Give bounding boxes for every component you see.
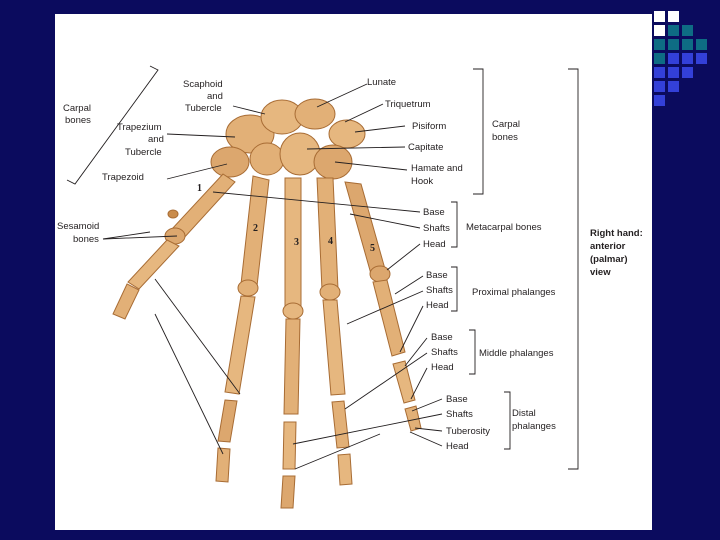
diagram-panel: Carpal bones Sesamoid bones Scaphoid and… (55, 14, 652, 530)
metacarpal-bones (237, 175, 391, 320)
middle-shafts-label: Shafts (431, 347, 458, 358)
hand-bones-diagram: Carpal bones Sesamoid bones Scaphoid and… (57, 65, 643, 509)
metacarpal-head-label: Head (423, 239, 446, 250)
left-carpal-bones-label-line1: Carpal (63, 103, 91, 114)
corner-dot (654, 67, 665, 78)
trapezium-and-label: and (148, 134, 164, 145)
trapezoid-label: Trapezoid (102, 172, 144, 183)
proximal-group-title: Proximal phalanges (472, 287, 556, 298)
middle-group-title: Middle phalanges (479, 348, 554, 359)
trapezium-tubercle-label: Tubercle (125, 147, 162, 158)
carpal-group-title-line2: bones (492, 132, 518, 143)
carpal-group-title-line1: Carpal (492, 119, 520, 130)
corner-dot (654, 25, 665, 36)
corner-dot (668, 53, 679, 64)
carpal-bones-cluster (210, 98, 366, 180)
hand-skeleton-illustration (112, 98, 422, 509)
pisiform-label: Pisiform (412, 121, 446, 132)
corner-dot (654, 39, 665, 50)
proximal-base-label: Base (426, 270, 448, 281)
sesamoid-bones-label-line2: bones (73, 234, 99, 245)
digit-number-3: 3 (294, 237, 299, 248)
middle-head-label: Head (431, 362, 454, 373)
distal-group-title-line1: Distal (512, 408, 536, 419)
view-label-line4: view (590, 267, 611, 278)
corner-dot (668, 11, 679, 22)
distal-group-title-line2: phalanges (512, 421, 556, 432)
view-label-line2: anterior (590, 241, 626, 252)
lunate-label: Lunate (367, 77, 396, 88)
hamate-hook-label: Hook (411, 176, 433, 187)
corner-dot (668, 81, 679, 92)
scaphoid-label: Scaphoid (183, 79, 223, 90)
thumb-bones (112, 173, 236, 320)
corner-dot (654, 81, 665, 92)
digit-number-2: 2 (253, 223, 258, 234)
view-label-line1: Right hand: (590, 228, 643, 239)
corner-dot (654, 11, 665, 22)
distal-head-label: Head (446, 441, 469, 452)
corner-dot (696, 39, 707, 50)
distal-tuberosity-label: Tuberosity (446, 426, 490, 437)
leader-lines (66, 65, 579, 470)
distal-base-label: Base (446, 394, 468, 405)
distal-shafts-label: Shafts (446, 409, 473, 420)
proximal-shafts-label: Shafts (426, 285, 453, 296)
left-carpal-bones-label-line2: bones (65, 115, 91, 126)
scaphoid-tubercle-label: Tubercle (185, 103, 222, 114)
middle-base-label: Base (431, 332, 453, 343)
digit-number-1: 1 (197, 183, 202, 194)
distal-phalanges (215, 405, 422, 509)
scaphoid-and-label: and (207, 91, 223, 102)
slide-title: Wrist and Hand: Bones (56, 24, 210, 41)
proximal-head-label: Head (426, 300, 449, 311)
corner-dot (682, 39, 693, 50)
view-label-line3: (palmar) (590, 254, 627, 265)
corner-dot (668, 67, 679, 78)
corner-dot (654, 95, 665, 106)
trapezium-label: Trapezium (117, 122, 162, 133)
corner-dot (682, 25, 693, 36)
corner-dot (682, 53, 693, 64)
corner-dot (696, 53, 707, 64)
digit-number-4: 4 (328, 236, 333, 247)
metacarpal-shafts-label: Shafts (423, 223, 450, 234)
corner-dot (668, 39, 679, 50)
digit-number-5: 5 (370, 243, 375, 254)
sesamoid-bones-label-line1: Sesamoid (57, 221, 99, 232)
hamate-label: Hamate and (411, 163, 463, 174)
corner-dot (654, 53, 665, 64)
capitate-label: Capitate (408, 142, 443, 153)
middle-phalanges (217, 360, 416, 470)
triquetrum-label: Triquetrum (385, 99, 431, 110)
metacarpal-group-title: Metacarpal bones (466, 222, 542, 233)
corner-dot (668, 25, 679, 36)
metacarpal-base-label: Base (423, 207, 445, 218)
proximal-phalanges (224, 279, 406, 415)
corner-dot (682, 67, 693, 78)
